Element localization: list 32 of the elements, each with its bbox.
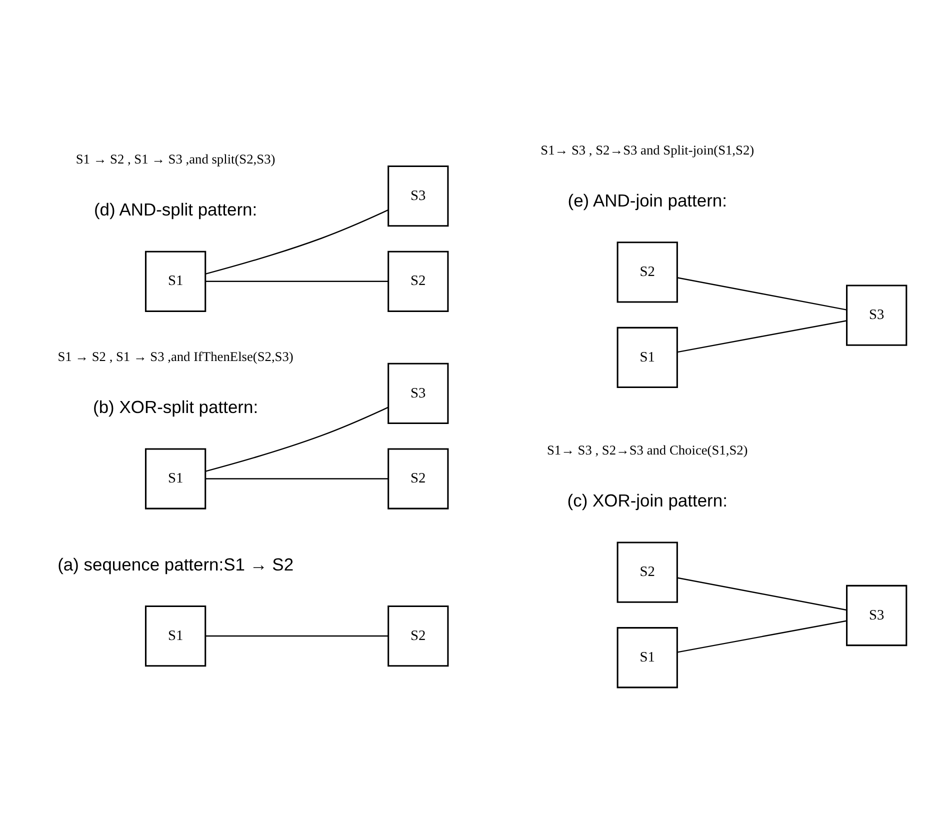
node-box: S2 xyxy=(616,542,678,603)
node-box: S1 xyxy=(616,627,678,688)
label: (d) AND-split pattern: xyxy=(94,200,257,220)
node-box: S1 xyxy=(144,605,206,667)
node-box: S2 xyxy=(387,250,448,312)
connector xyxy=(677,620,846,653)
node-box: S1 xyxy=(144,448,206,510)
node-box: S3 xyxy=(846,584,907,646)
node-box: S3 xyxy=(387,362,448,424)
label: (b) XOR-split pattern: xyxy=(92,397,258,418)
connector xyxy=(204,209,388,275)
node-box: S2 xyxy=(616,242,678,303)
label: S1 → S2 , S1 → S3 ,and split(S2,S3) xyxy=(75,152,275,167)
node-box: S1 xyxy=(144,250,206,312)
connector xyxy=(677,277,846,310)
connector xyxy=(677,577,846,611)
label: (a) sequence pattern:S1 → S2 xyxy=(57,554,294,574)
label: (e) AND-join pattern: xyxy=(567,190,726,210)
connector xyxy=(204,406,388,472)
node-box: S3 xyxy=(846,284,907,346)
connector xyxy=(205,635,388,637)
connector xyxy=(677,320,846,353)
node-box: S2 xyxy=(387,605,448,667)
connector xyxy=(205,280,388,282)
node-box: S2 xyxy=(387,448,448,510)
label: (c) XOR-join pattern: xyxy=(566,490,727,511)
connector xyxy=(205,478,388,480)
node-box: S3 xyxy=(387,166,448,227)
label: S1 → S2 , S1 → S3 ,and IfThenElse(S2,S3) xyxy=(57,348,293,364)
label: S1→ S3 , S2→S3 and Choice(S1,S2) xyxy=(546,442,748,458)
node-box: S1 xyxy=(616,326,678,388)
label: S1→ S3 , S2→S3 and Split-join(S1,S2) xyxy=(540,142,754,158)
